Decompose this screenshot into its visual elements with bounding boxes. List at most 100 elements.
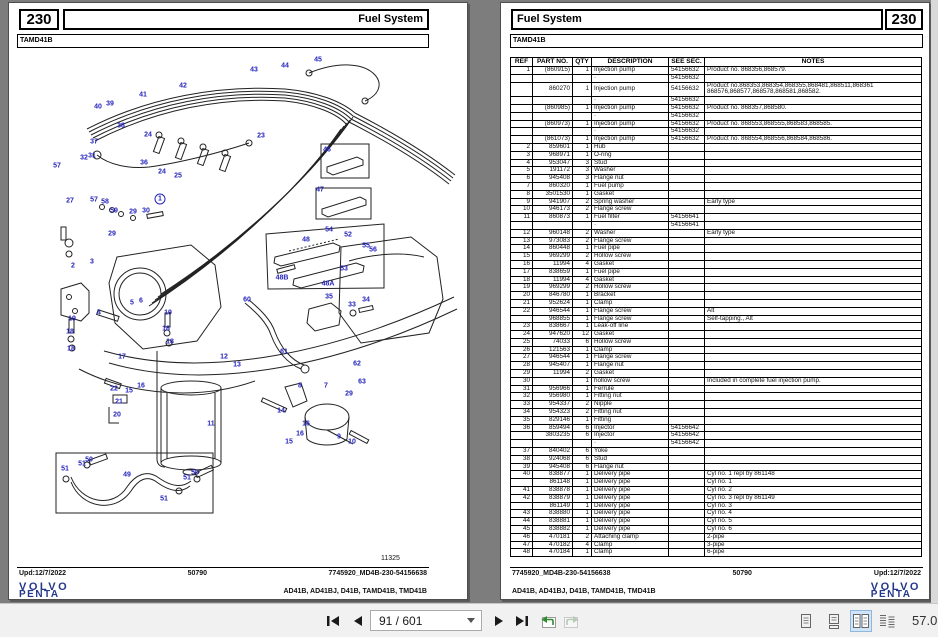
right-footer-updated: Upd:12/7/2022 <box>873 570 921 577</box>
diagram-label[interactable]: 19 <box>164 309 172 317</box>
diagram-label[interactable]: 17 <box>118 353 126 361</box>
diagram-label[interactable]: 50 <box>191 469 199 477</box>
diagram-label[interactable]: 24 <box>144 131 152 139</box>
diagram-label[interactable]: 14 <box>277 407 285 415</box>
diagram-label[interactable]: 49 <box>123 471 131 479</box>
diagram-label[interactable]: 51 <box>61 465 69 473</box>
single-page-view-button[interactable] <box>795 610 817 632</box>
diagram-label[interactable]: 46 <box>323 146 331 154</box>
diagram-label[interactable]: 16 <box>296 430 304 438</box>
diagram-label[interactable]: 44 <box>281 62 289 70</box>
diagram-label[interactable]: 39 <box>106 100 114 108</box>
diagram-label[interactable]: 20 <box>113 411 121 419</box>
continuous-facing-view-button[interactable] <box>876 610 898 632</box>
diagram-label[interactable]: 22 <box>110 385 118 393</box>
next-view-button[interactable] <box>562 611 582 631</box>
diagram-label[interactable]: 16 <box>302 420 310 428</box>
diagram-label[interactable]: 59 <box>110 207 118 215</box>
diagram-label[interactable]: 43 <box>250 66 258 74</box>
diagram-label[interactable]: 38 <box>117 122 125 130</box>
diagram-label[interactable]: 27 <box>66 197 74 205</box>
volvo-penta-logo: VOLVO PENTA <box>19 581 70 600</box>
diagram-label[interactable]: 32 <box>80 154 88 162</box>
diagram-label[interactable]: 48 <box>302 236 310 244</box>
last-page-button[interactable] <box>512 611 532 631</box>
diagram-label[interactable]: 41 <box>139 91 147 99</box>
left-footer-updated: Upd:12/7/2022 <box>19 570 67 577</box>
diagram-label[interactable]: 60 <box>243 296 251 304</box>
diagram-label[interactable]: 63 <box>358 378 366 386</box>
table-row: ·54156632 <box>510 111 922 121</box>
diagram-label[interactable]: 15 <box>285 438 293 446</box>
diagram-label[interactable]: 18 <box>66 328 74 336</box>
right-footer-doc: 7745920_MD4B-230-54156638 <box>512 570 611 577</box>
first-page-button[interactable] <box>323 611 343 631</box>
diagram-label[interactable]: 40 <box>94 103 102 111</box>
diagram-label[interactable]: 57 <box>53 162 61 170</box>
diagram-label[interactable]: 29 <box>129 208 137 216</box>
diagram-label[interactable]: 53 <box>340 265 348 273</box>
diagram-label[interactable]: 52 <box>344 231 352 239</box>
diagram-label[interactable]: 18 <box>162 325 170 333</box>
diagram-label[interactable]: 1 <box>154 193 166 205</box>
diagram-label[interactable]: 57 <box>90 196 98 204</box>
diagram-label[interactable]: 25 <box>174 172 182 180</box>
diagram-label[interactable]: 56 <box>369 246 377 254</box>
diagram-label[interactable]: 16 <box>137 382 145 390</box>
diagram-label[interactable]: 62 <box>353 360 361 368</box>
diagram-label[interactable]: 55 <box>362 242 370 250</box>
diagram-label[interactable]: 35 <box>325 293 333 301</box>
diagram-label[interactable]: 5 <box>130 299 134 307</box>
diagram-label[interactable]: 37 <box>90 138 98 146</box>
left-footer-rule <box>17 567 429 568</box>
diagram-label[interactable]: 29 <box>108 230 116 238</box>
diagram-label[interactable]: 11 <box>207 420 215 428</box>
diagram-label[interactable]: 23 <box>257 132 265 140</box>
diagram-label[interactable]: 51 <box>78 460 86 468</box>
zoom-level[interactable]: 57.0 <box>912 613 938 628</box>
diagram-label[interactable]: 7 <box>324 382 328 390</box>
diagram-label[interactable]: 48B <box>275 274 289 282</box>
previous-view-button[interactable] <box>538 611 558 631</box>
diagram-label[interactable]: 58 <box>101 198 109 206</box>
diagram-label[interactable]: 21 <box>115 398 123 406</box>
diagram-label[interactable]: 48A <box>321 280 335 288</box>
diagram-label[interactable]: 31 <box>88 152 96 160</box>
diagram-label[interactable]: 34 <box>362 296 370 304</box>
previous-page-button[interactable] <box>348 611 368 631</box>
single-page-icon <box>801 614 811 628</box>
facing-pages-view-button[interactable] <box>850 610 872 632</box>
diagram-label[interactable]: 33 <box>348 301 356 309</box>
diagram-label[interactable]: 51 <box>160 495 168 503</box>
diagram-label[interactable]: 2 <box>71 262 75 270</box>
diagram-label[interactable]: 13 <box>233 361 241 369</box>
diagram-label[interactable]: 9 <box>337 433 341 441</box>
diagram-label[interactable]: 50 <box>85 456 93 464</box>
diagram-label[interactable]: 4 <box>97 309 101 317</box>
continuous-view-button[interactable] <box>823 610 845 632</box>
diagram-label[interactable]: 8 <box>298 382 302 390</box>
diagram-label[interactable]: 19 <box>68 315 76 323</box>
diagram-label[interactable]: 18 <box>166 338 174 346</box>
diagram-label[interactable]: 10 <box>348 438 356 446</box>
diagram-label[interactable]: 51 <box>183 474 191 482</box>
diagram-label[interactable]: 3 <box>90 258 94 266</box>
diagram-label[interactable]: 30 <box>142 207 150 215</box>
diagram-label[interactable]: 24 <box>158 168 166 176</box>
diagram-label[interactable]: 36 <box>140 159 148 167</box>
diagram-label[interactable]: 29 <box>345 390 353 398</box>
diagram-label[interactable]: 6 <box>139 297 143 305</box>
diagram-label[interactable]: 18 <box>67 345 75 353</box>
diagram-label[interactable]: 12 <box>220 353 228 361</box>
diagram-label[interactable]: 45 <box>314 56 322 64</box>
diagram-label[interactable]: 42 <box>179 82 187 90</box>
diagram-label[interactable]: 54 <box>325 226 333 234</box>
next-page-button[interactable] <box>489 611 509 631</box>
diagram-label[interactable]: 47 <box>316 186 324 194</box>
pdf-toolbar: 91 / 601 <box>0 603 938 637</box>
diagram-label[interactable]: 61 <box>280 348 288 356</box>
page-number-input[interactable]: 91 / 601 <box>370 610 482 631</box>
diagram-label[interactable]: 15 <box>125 387 133 395</box>
